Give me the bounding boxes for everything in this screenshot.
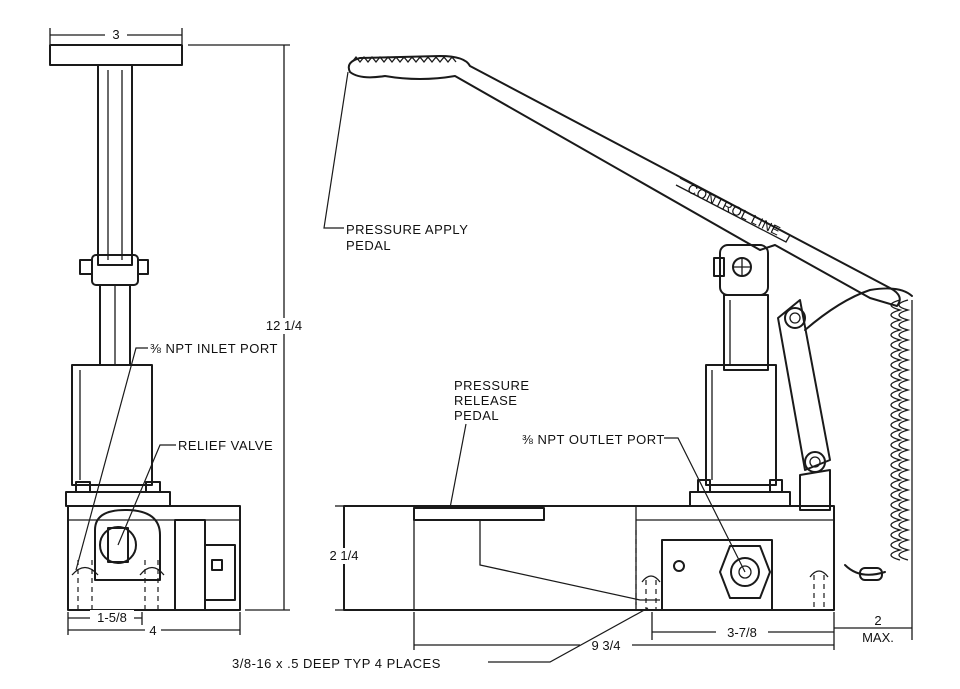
dim-height-total: 12 1/4 [266,318,302,333]
label-pressure-release-line3: PEDAL [454,408,499,423]
dim-outlet-offset: 3-7/8 [727,625,757,640]
dim-max-value: 2 [874,613,881,628]
pedal-arm [347,55,901,307]
side-view: CONTROL LINE [232,55,913,671]
end-view-base [67,505,241,611]
return-spring [890,299,903,561]
dim-base-height: 2 1/4 [330,548,359,563]
end-view-stem [97,64,133,266]
dim-length: 9 3/4 [592,638,621,653]
label-inlet-port: ⅜ NPT INLET PORT [150,341,278,356]
dim-base-width-total: 4 [149,623,156,638]
dim-base-width-left: 1-5/8 [97,610,127,625]
dim-max-label: MAX. [862,630,894,645]
end-view-cylinder [71,364,153,486]
label-pressure-apply-line2: PEDAL [346,238,391,253]
end-view-pedal-plate [49,44,183,66]
release-pedal [413,507,545,521]
end-view: 3 [49,27,308,638]
side-view-cylinder [705,364,777,486]
label-outlet-port: ⅜ NPT OUTLET PORT [522,432,665,447]
label-pressure-apply: PRESSURE APPLY [346,222,468,237]
label-tapped-holes: 3/8-16 x .5 DEEP TYP 4 PLACES [232,656,441,671]
label-pressure-release: PRESSURE [454,378,530,393]
label-pressure-release-line2: RELEASE [454,393,517,408]
label-relief-valve: RELIEF VALVE [178,438,273,453]
label-control-line: CONTROL LINE [685,181,783,239]
dim-top-width: 3 [112,27,119,42]
